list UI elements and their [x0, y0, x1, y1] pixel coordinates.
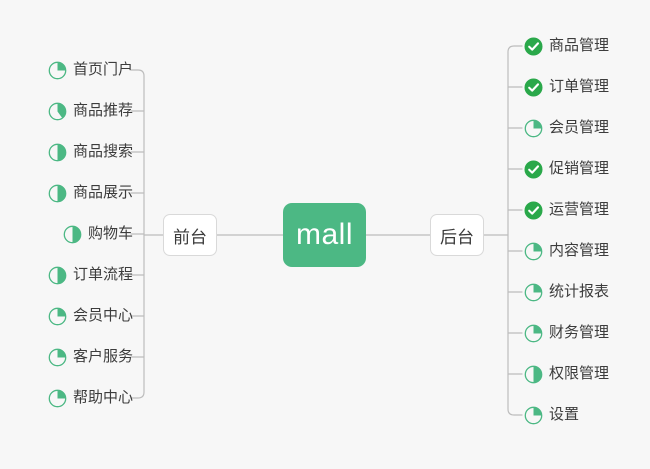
branch-node-backend-label: 后台: [440, 227, 474, 247]
pie-icon: [48, 184, 67, 203]
leaf-item-label: 购物车: [87, 225, 133, 242]
frontend-leaf-item[interactable]: 首页门户: [48, 57, 133, 83]
leaf-item-label: 订单流程: [72, 266, 133, 283]
frontend-leaf-item[interactable]: 商品推荐: [48, 98, 133, 124]
leaf-item-label: 统计报表: [549, 283, 610, 300]
pie-icon: [48, 389, 67, 408]
leaf-item-label: 商品管理: [549, 37, 610, 54]
backend-leaf-item[interactable]: 会员管理: [524, 115, 609, 141]
frontend-leaf-item[interactable]: 订单流程: [48, 262, 133, 288]
frontend-leaf-item[interactable]: 商品搜索: [48, 139, 133, 165]
pie-icon: [524, 283, 543, 302]
branch-node-frontend[interactable]: 前台: [163, 214, 217, 256]
check-circle-icon: [524, 78, 543, 97]
leaf-item-label: 财务管理: [549, 324, 610, 341]
backend-leaf-item[interactable]: 权限管理: [524, 361, 609, 387]
backend-leaf-item[interactable]: 设置: [524, 402, 579, 428]
pie-icon: [48, 143, 67, 162]
pie-icon: [524, 365, 543, 384]
leaf-item-label: 帮助中心: [72, 389, 133, 406]
leaf-item-label: 客户服务: [72, 348, 133, 365]
leaf-item-label: 内容管理: [549, 242, 610, 259]
leaf-item-label: 权限管理: [549, 365, 610, 382]
backend-leaf-item[interactable]: 订单管理: [524, 74, 609, 100]
pie-icon: [48, 61, 67, 80]
check-circle-icon: [524, 160, 543, 179]
backend-leaf-item[interactable]: 财务管理: [524, 320, 609, 346]
leaf-item-label: 运营管理: [549, 201, 610, 218]
leaf-item-label: 首页门户: [72, 61, 133, 78]
branch-node-frontend-label: 前台: [173, 227, 207, 247]
pie-icon: [524, 324, 543, 343]
leaf-item-label: 商品展示: [72, 184, 133, 201]
pie-icon: [63, 225, 82, 244]
backend-leaf-item[interactable]: 促销管理: [524, 156, 609, 182]
pie-icon: [48, 307, 67, 326]
frontend-leaf-item[interactable]: 商品展示: [48, 180, 133, 206]
check-circle-icon: [524, 201, 543, 220]
pie-icon: [524, 119, 543, 138]
pie-icon: [48, 102, 67, 121]
pie-icon: [524, 242, 543, 261]
check-circle-icon: [524, 37, 543, 56]
branch-node-backend[interactable]: 后台: [430, 214, 484, 256]
frontend-leaf-item[interactable]: 会员中心: [48, 303, 133, 329]
center-node-label: mall: [295, 218, 353, 251]
backend-leaf-item[interactable]: 统计报表: [524, 279, 609, 305]
frontend-leaf-item[interactable]: 帮助中心: [48, 385, 133, 411]
center-node-mall[interactable]: mall: [283, 203, 366, 267]
leaf-item-label: 订单管理: [549, 78, 610, 95]
backend-leaf-item[interactable]: 运营管理: [524, 197, 609, 223]
frontend-leaf-item[interactable]: 购物车: [63, 221, 133, 247]
pie-icon: [48, 348, 67, 367]
leaf-item-label: 商品推荐: [72, 102, 133, 119]
leaf-item-label: 设置: [549, 406, 580, 423]
leaf-item-label: 商品搜索: [72, 143, 133, 160]
leaf-item-label: 会员中心: [72, 307, 133, 324]
pie-icon: [524, 406, 543, 425]
backend-leaf-item[interactable]: 内容管理: [524, 238, 609, 264]
leaf-item-label: 会员管理: [549, 119, 610, 136]
frontend-leaf-item[interactable]: 客户服务: [48, 344, 133, 370]
backend-leaf-item[interactable]: 商品管理: [524, 33, 609, 59]
leaf-item-label: 促销管理: [549, 160, 610, 177]
pie-icon: [48, 266, 67, 285]
